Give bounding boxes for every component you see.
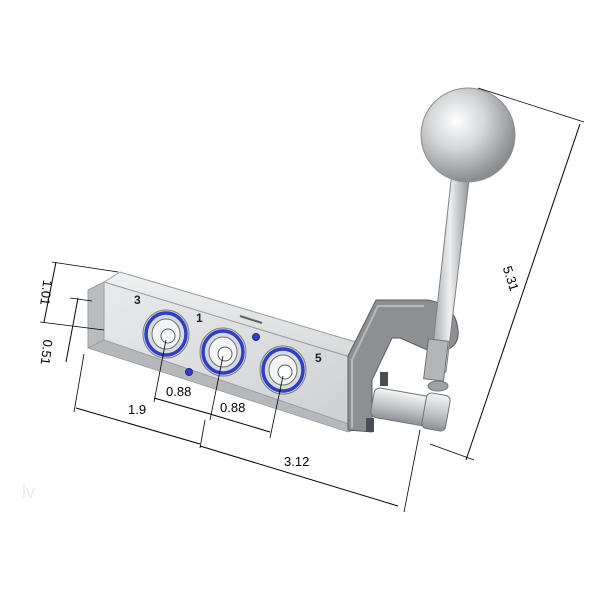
bracket-screw-upper xyxy=(380,372,388,386)
port-right xyxy=(259,345,307,395)
pilot-hole-lower xyxy=(185,368,193,376)
port-label-center: 1 xyxy=(196,311,203,325)
body-groove xyxy=(239,315,263,324)
port-left xyxy=(142,309,190,359)
port-label-left: 3 xyxy=(134,293,141,307)
lever-knob xyxy=(420,87,516,183)
dimension-pitch-left-label: 0.88 xyxy=(166,384,191,399)
faint-watermark-mark: lv xyxy=(22,482,35,502)
stem-tip xyxy=(427,380,449,392)
port-center xyxy=(199,327,247,377)
stem-collar xyxy=(423,338,449,382)
port-label-right: 5 xyxy=(315,351,322,365)
port-left-seal-ring xyxy=(144,311,188,357)
dimension-body-length: 3.12 xyxy=(199,429,421,513)
dimension-port-offset: 1.9 xyxy=(73,353,206,449)
bracket-screw-lower xyxy=(366,418,374,432)
lever-stem xyxy=(423,171,471,392)
dimension-height-bottom-label: 0.51 xyxy=(38,339,56,366)
dimension-overall-height: 5.31 xyxy=(429,87,585,461)
plunger-assembly xyxy=(366,372,451,432)
dimension-pitch-right-label: 0.88 xyxy=(220,400,245,415)
dimension-overall-height-label: 5.31 xyxy=(500,264,522,293)
dimension-port-offset-label: 1.9 xyxy=(128,402,146,417)
dimension-height-bottom: 0.51 xyxy=(38,297,105,366)
body-end-face xyxy=(87,281,105,349)
dimension-body-length-label: 3.12 xyxy=(284,454,309,469)
port-center-seal-ring xyxy=(201,329,245,375)
port-right-seal-ring xyxy=(261,347,305,393)
dimension-height-top: 1.01 xyxy=(37,261,119,323)
pilot-hole-upper xyxy=(252,333,260,341)
dimension-height-top-label: 1.01 xyxy=(37,279,55,306)
dimension-pitch-right: 0.88 xyxy=(209,375,284,439)
dimension-pitch-left: 0.88 xyxy=(153,339,224,421)
